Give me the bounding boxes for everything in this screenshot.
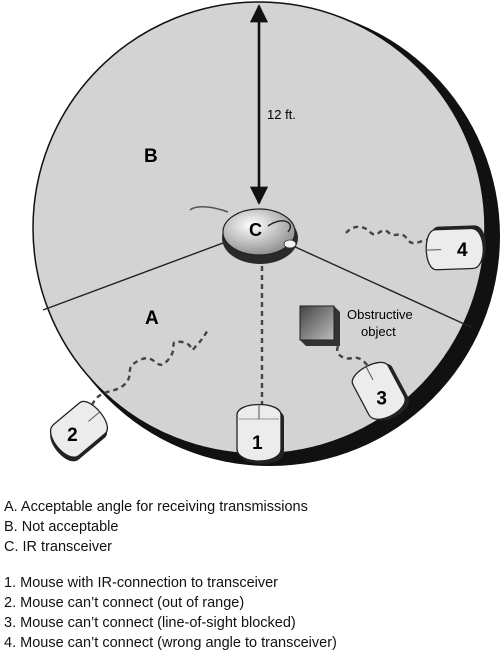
mouse-3-number: 3 bbox=[376, 388, 387, 409]
mouse-3: 3 bbox=[351, 361, 410, 421]
legend-zone-a: A. Acceptable angle for receiving transm… bbox=[4, 499, 308, 515]
legend-mouse-2: 2. Mouse can’t connect (out of range) bbox=[4, 595, 245, 611]
legend-zone-c: C. IR transceiver bbox=[4, 539, 112, 555]
legend-mice: 1. Mouse with IR-connection to transceiv… bbox=[4, 573, 337, 653]
legend-mouse-3: 3. Mouse can’t connect (line-of-sight bl… bbox=[4, 615, 296, 631]
legend-zone-b: B. Not acceptable bbox=[4, 519, 119, 535]
obstacle-label-line1: Obstructive bbox=[347, 307, 413, 322]
zone-b-letter: B bbox=[144, 146, 158, 167]
zone-a-letter: A bbox=[145, 308, 159, 329]
zone-divider-left bbox=[42, 229, 259, 311]
mouse-2-number: 2 bbox=[67, 425, 78, 446]
legend-mouse-1: 1. Mouse with IR-connection to transceiv… bbox=[4, 575, 279, 591]
ir-transceiver: C bbox=[189, 206, 298, 264]
distance-label: 12 ft. bbox=[267, 107, 296, 122]
signal-mouse-2 bbox=[90, 329, 209, 406]
legend-mouse-4: 4. Mouse can’t connect (wrong angle to t… bbox=[4, 635, 337, 651]
obstacle-label-line2: object bbox=[361, 324, 396, 339]
obstructive-object bbox=[299, 305, 340, 346]
transceiver-letter: C bbox=[249, 220, 262, 240]
mouse-4-number: 4 bbox=[457, 240, 468, 261]
signal-mouse-4 bbox=[345, 225, 433, 245]
mouse-1: 1 bbox=[236, 403, 284, 464]
mouse-2: 2 bbox=[50, 400, 108, 462]
signal-mouse-3 bbox=[336, 345, 372, 371]
mouse-4: 4 bbox=[425, 225, 487, 271]
mouse-1-number: 1 bbox=[252, 433, 263, 454]
range-diagram: 12 ft. B A C Obstructive object 1 2 bbox=[32, 1, 500, 466]
legend-zones: A. Acceptable angle for receiving transm… bbox=[4, 497, 308, 557]
